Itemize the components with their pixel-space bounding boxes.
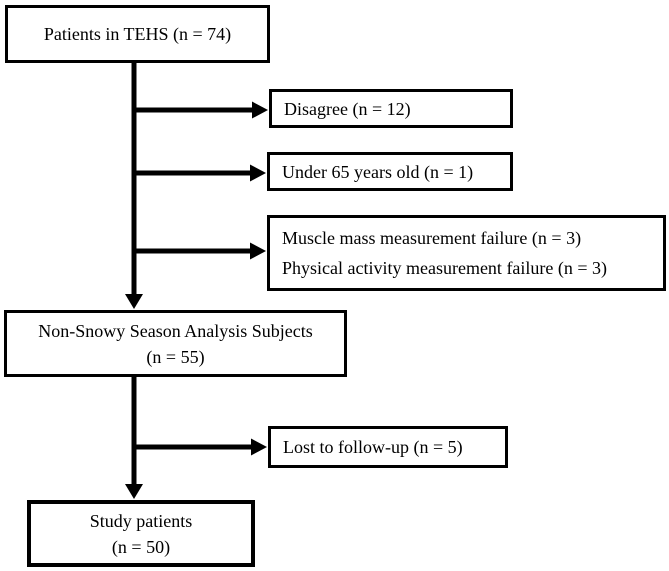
arrowhead-down-icon: [125, 294, 143, 309]
box-measurement-failure-line1: Muscle mass measurement failure (n = 3): [282, 228, 582, 248]
box-lost-to-followup-label: Lost to follow-up (n = 5): [283, 437, 463, 457]
box-disagree: Disagree (n = 12): [269, 89, 513, 128]
box-under-65-label: Under 65 years old (n = 1): [282, 161, 474, 182]
arrow-to-lost: [132, 438, 267, 456]
arrow-nonsnowy-to-study: [125, 376, 143, 499]
box-lost-to-followup: Lost to follow-up (n = 5): [268, 426, 508, 468]
box-patients-tehs-label: Patients in TEHS (n = 74): [43, 24, 232, 44]
box-study-patients-line2: (n = 50): [111, 536, 171, 557]
box-disagree-label: Disagree (n = 12): [284, 98, 411, 119]
box-measurement-failure: Muscle mass measurement failure (n = 3) …: [267, 215, 666, 291]
box-study-patients: Study patients (n = 50): [27, 500, 255, 567]
arrow-to-under65: [132, 164, 266, 182]
box-measurement-failure-line2: Physical activity measurement failure (n…: [282, 258, 608, 278]
box-patients-tehs: Patients in TEHS (n = 74): [5, 5, 270, 63]
arrow-to-measurement: [132, 242, 266, 260]
arrowhead-right-icon: [251, 438, 267, 456]
box-non-snowy-subjects: Non-Snowy Season Analysis Subjects (n = …: [4, 310, 347, 377]
arrowhead-right-icon: [250, 164, 266, 182]
box-under-65: Under 65 years old (n = 1): [267, 152, 513, 191]
box-study-patients-line1: Study patients: [89, 510, 193, 531]
arrow-patients-to-nonsnowy: [125, 61, 143, 309]
box-non-snowy-subjects-line1: Non-Snowy Season Analysis Subjects: [38, 320, 313, 341]
box-non-snowy-subjects-line2: (n = 55): [146, 346, 205, 367]
arrowhead-right-icon: [250, 242, 266, 260]
arrowhead-right-icon: [252, 101, 268, 119]
arrowhead-down-icon: [125, 484, 143, 499]
arrow-to-disagree: [132, 101, 268, 119]
